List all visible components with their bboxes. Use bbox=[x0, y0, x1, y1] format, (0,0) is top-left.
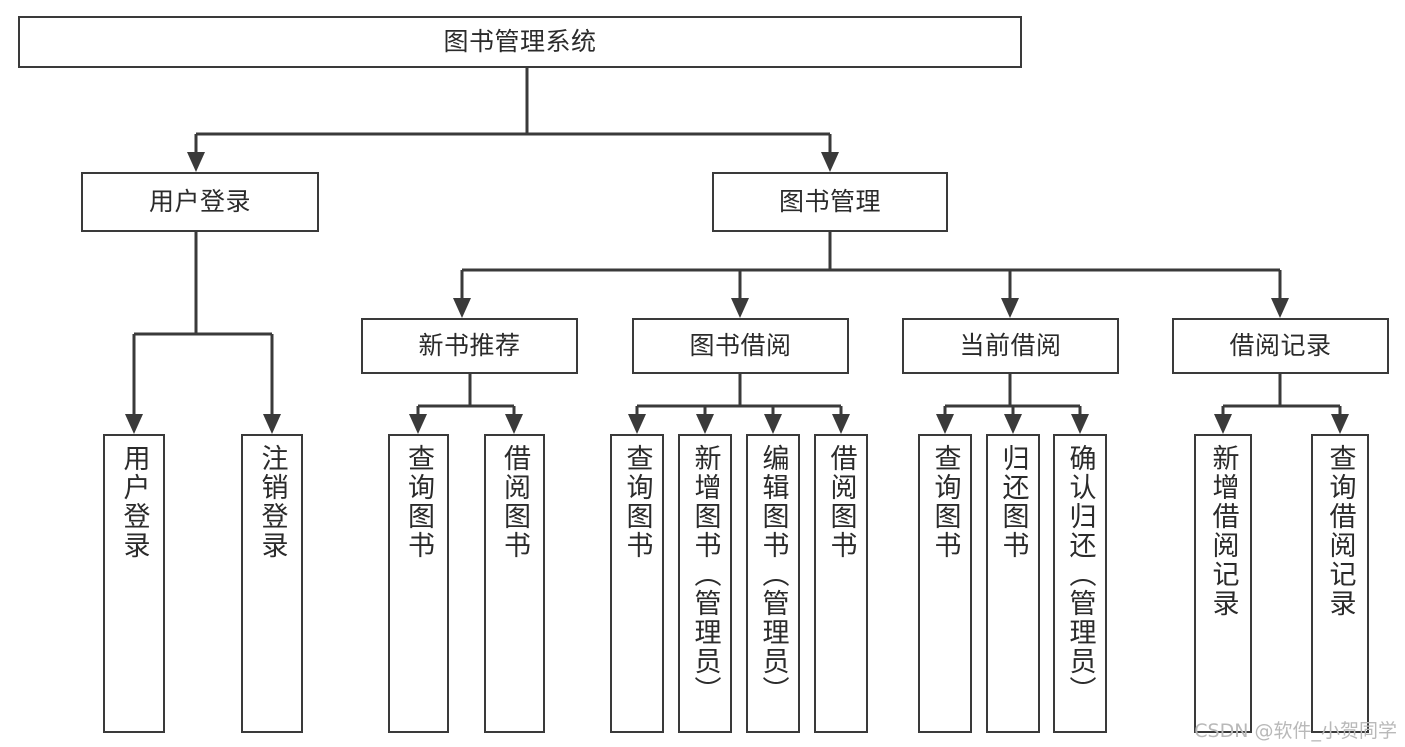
arrow-head-icon bbox=[731, 298, 749, 318]
arrow-head-icon bbox=[696, 414, 714, 434]
node-label: 借阅图书 bbox=[825, 444, 857, 560]
node-label: 查询图书 bbox=[621, 444, 653, 560]
arrow-head-icon bbox=[409, 414, 427, 434]
arrow-head-icon bbox=[125, 414, 143, 434]
node-label: 新增借阅记录 bbox=[1207, 444, 1239, 618]
node-l4-rec-add-record[interactable]: 新增借阅记录 bbox=[1194, 434, 1252, 733]
node-l3-borrow-record[interactable]: 借阅记录 bbox=[1172, 318, 1389, 374]
arrow-head-icon bbox=[453, 298, 471, 318]
node-label: 注销登录 bbox=[256, 444, 288, 560]
arrow-head-icon bbox=[1001, 298, 1019, 318]
node-label: 用户登录 bbox=[118, 444, 150, 560]
node-l4-cur-return-book[interactable]: 归还图书 bbox=[986, 434, 1040, 733]
node-label: 编辑图书（管理员） bbox=[757, 444, 789, 705]
node-l4-rec-query-book[interactable]: 查询图书 bbox=[388, 434, 449, 733]
node-label: 查询图书 bbox=[403, 444, 434, 560]
node-l4-do-user-login[interactable]: 用户登录 bbox=[103, 434, 165, 733]
node-label: 用户登录 bbox=[148, 187, 251, 216]
node-l3-book-borrow[interactable]: 图书借阅 bbox=[632, 318, 849, 374]
node-l4-cur-confirm-return[interactable]: 确认归还（管理员） bbox=[1053, 434, 1107, 733]
node-label: 当前借阅 bbox=[959, 331, 1062, 360]
node-l4-do-user-logout[interactable]: 注销登录 bbox=[241, 434, 303, 733]
arrow-head-icon bbox=[821, 152, 839, 172]
node-l4-cur-query-book[interactable]: 查询图书 bbox=[918, 434, 972, 733]
arrow-head-icon bbox=[1331, 414, 1349, 434]
node-label: 归还图书 bbox=[997, 444, 1029, 560]
node-l2-user-login[interactable]: 用户登录 bbox=[81, 172, 319, 232]
arrow-head-icon bbox=[187, 152, 205, 172]
node-l3-current-borrow[interactable]: 当前借阅 bbox=[902, 318, 1119, 374]
arrow-head-icon bbox=[1071, 414, 1089, 434]
arrow-head-icon bbox=[628, 414, 646, 434]
node-l3-new-book-recommend[interactable]: 新书推荐 bbox=[361, 318, 578, 374]
node-label: 借阅图书 bbox=[499, 444, 530, 560]
node-label: 图书管理 bbox=[778, 187, 881, 216]
node-label: 查询图书 bbox=[929, 444, 961, 560]
arrow-head-icon bbox=[764, 414, 782, 434]
node-l2-book-manage[interactable]: 图书管理 bbox=[712, 172, 948, 232]
node-l4-borrow-edit-book[interactable]: 编辑图书（管理员） bbox=[746, 434, 800, 733]
arrow-head-icon bbox=[1004, 414, 1022, 434]
node-label: 新书推荐 bbox=[418, 331, 521, 360]
node-l4-borrow-add-book[interactable]: 新增图书（管理员） bbox=[678, 434, 732, 733]
node-root-root[interactable]: 图书管理系统 bbox=[18, 16, 1022, 68]
node-label: 查询借阅记录 bbox=[1324, 444, 1356, 618]
node-l4-borrow-query-book[interactable]: 查询图书 bbox=[610, 434, 664, 733]
arrow-head-icon bbox=[936, 414, 954, 434]
arrow-head-icon bbox=[1214, 414, 1232, 434]
node-l4-rec-query-record[interactable]: 查询借阅记录 bbox=[1311, 434, 1369, 733]
node-label: 借阅记录 bbox=[1229, 331, 1332, 360]
arrow-head-icon bbox=[832, 414, 850, 434]
arrow-head-icon bbox=[505, 414, 523, 434]
node-label: 确认归还（管理员） bbox=[1064, 444, 1096, 705]
arrow-head-icon bbox=[1271, 298, 1289, 318]
node-label: 图书借阅 bbox=[689, 331, 792, 360]
node-l4-rec-borrow-book[interactable]: 借阅图书 bbox=[484, 434, 545, 733]
node-label: 新增图书（管理员） bbox=[689, 444, 721, 705]
node-label: 图书管理系统 bbox=[443, 27, 597, 56]
node-l4-borrow-lend-book[interactable]: 借阅图书 bbox=[814, 434, 868, 733]
arrow-head-icon bbox=[263, 414, 281, 434]
